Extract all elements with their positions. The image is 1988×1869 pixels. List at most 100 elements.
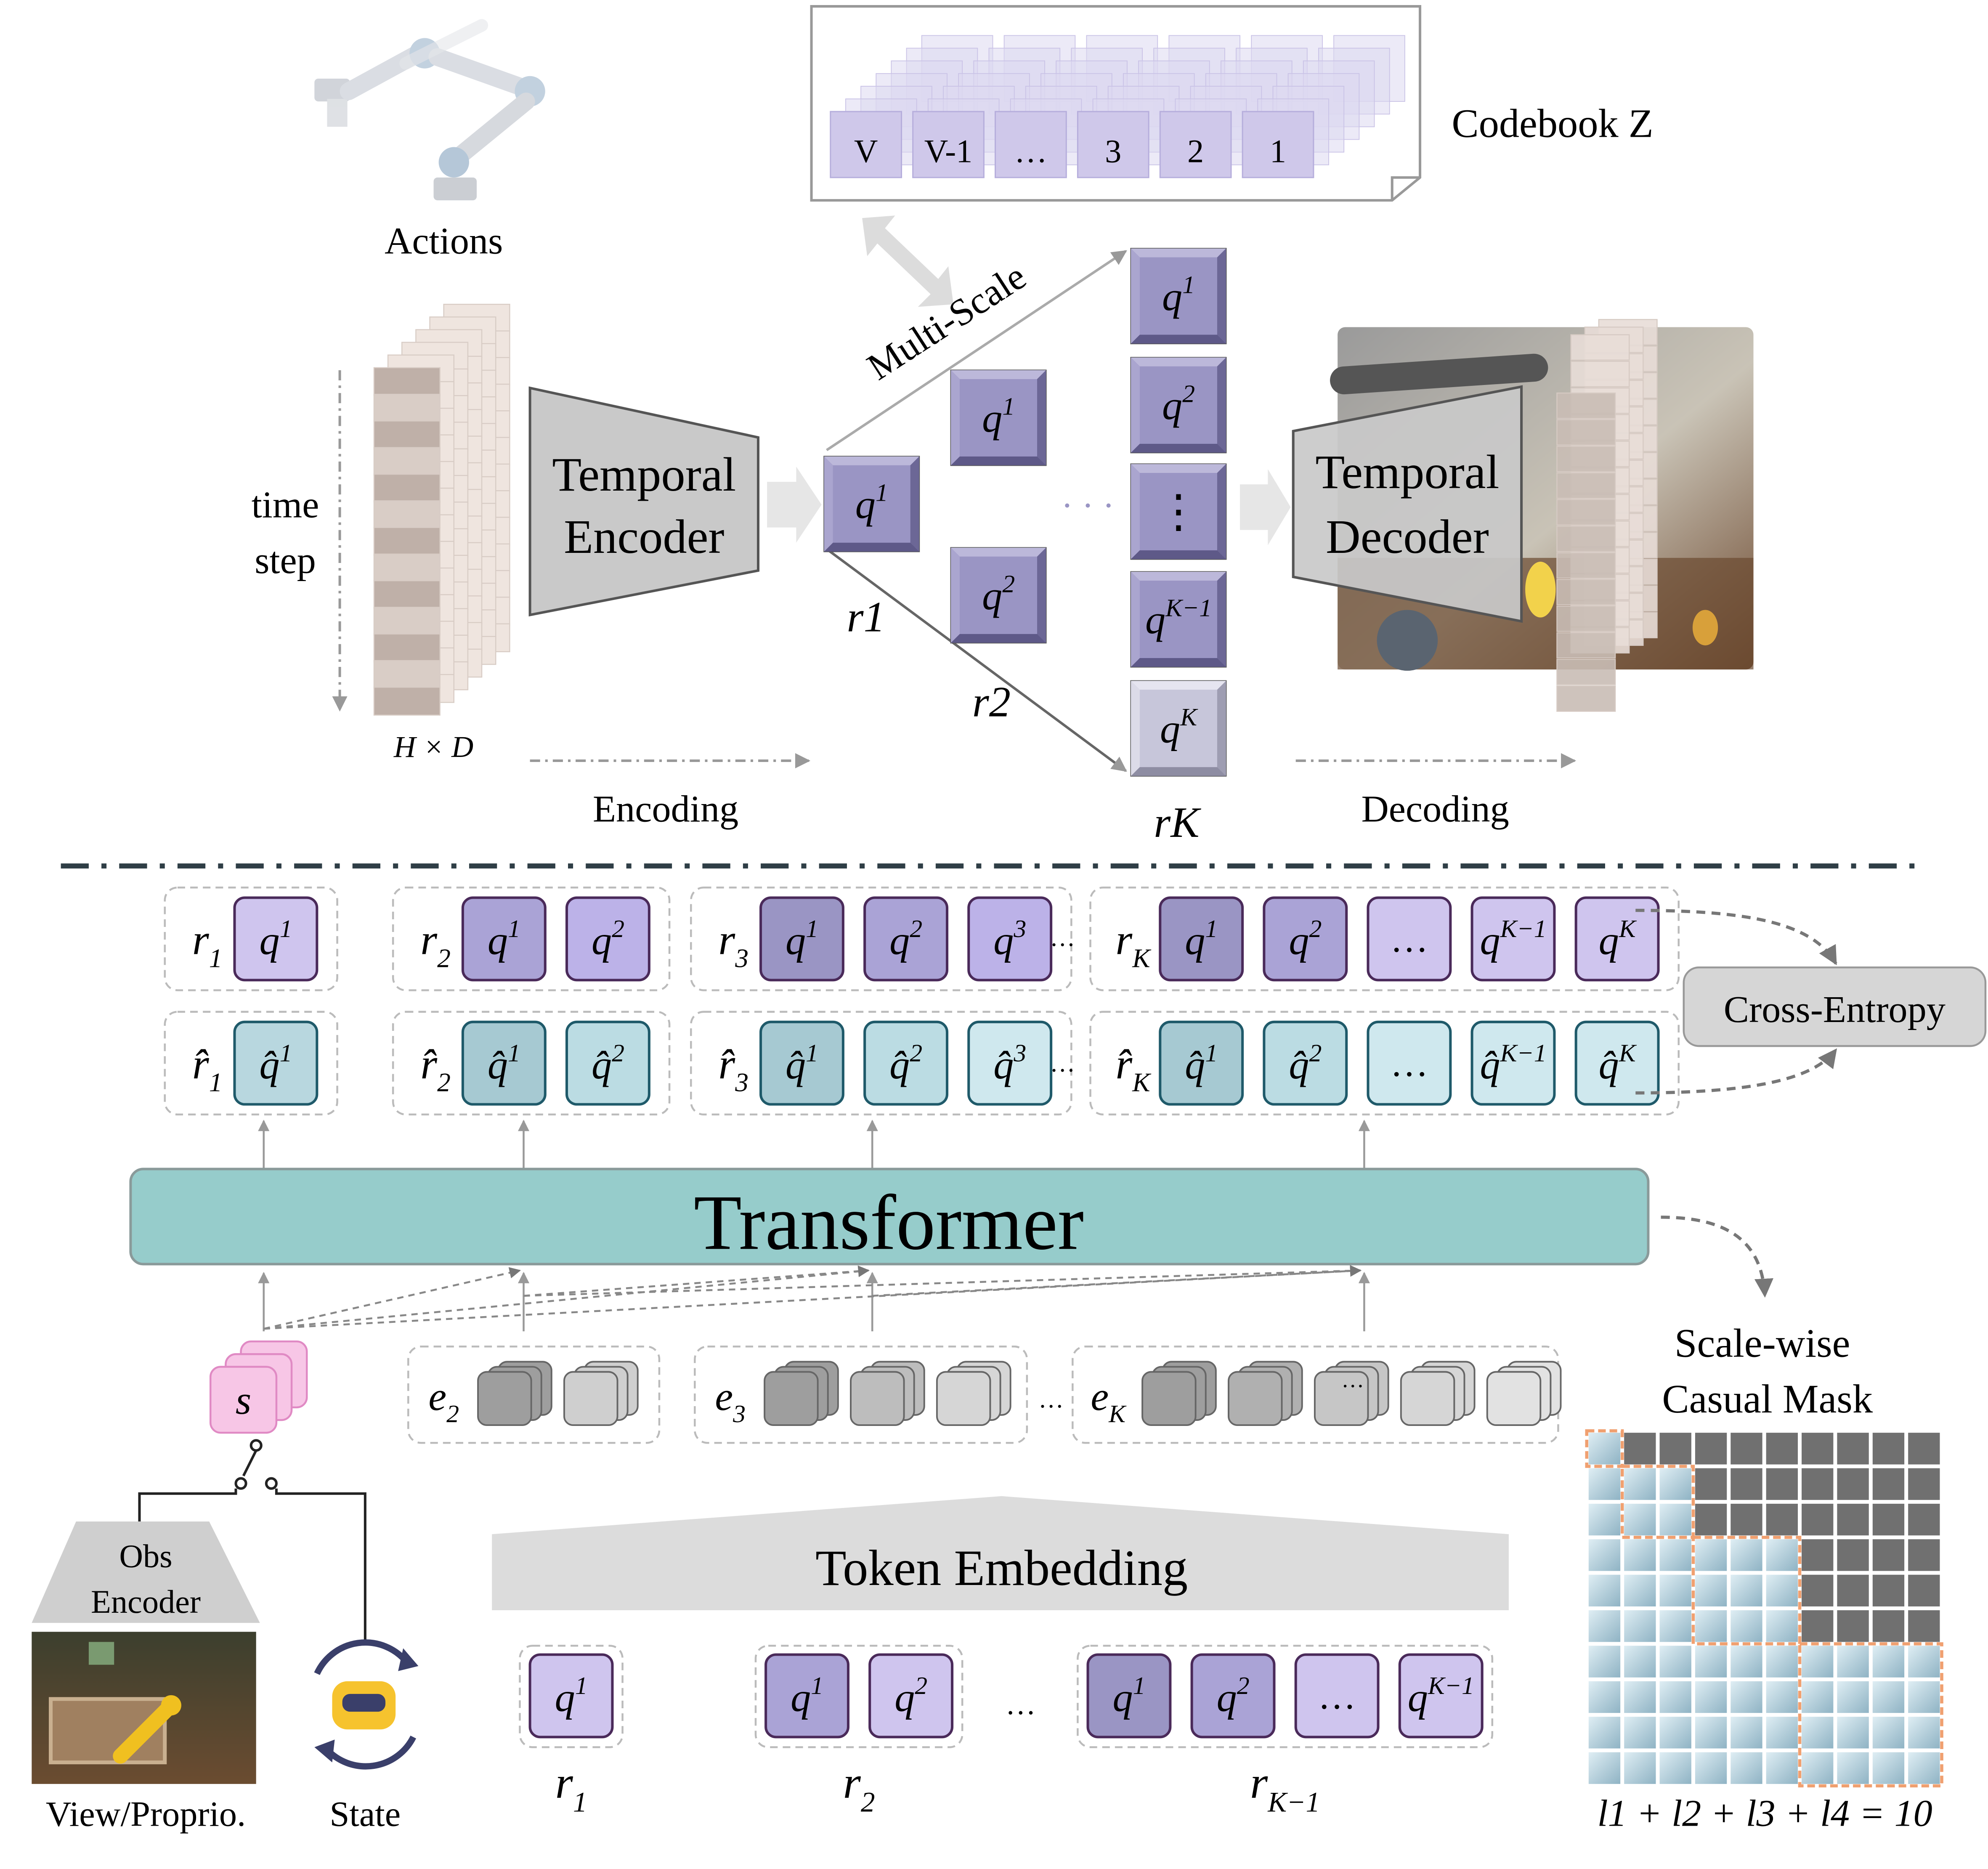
mask-cell xyxy=(1872,1574,1905,1606)
svg-text:…: … xyxy=(1006,1687,1036,1721)
mask-cell xyxy=(1588,1610,1621,1642)
scale-rK-label: rK xyxy=(1154,799,1201,847)
token xyxy=(1398,1653,1484,1739)
q-token-label: q2 xyxy=(982,570,1015,618)
mask-cell xyxy=(1624,1468,1656,1500)
mask-cell xyxy=(1731,1610,1762,1642)
mask-cell xyxy=(1588,1752,1621,1784)
codebook-card-label: 1 xyxy=(1270,133,1286,170)
codebook-card xyxy=(912,111,985,178)
mask-cell xyxy=(1588,1717,1621,1749)
group-label: r̂3 xyxy=(718,1041,748,1097)
token xyxy=(565,896,650,982)
mask-cell xyxy=(1659,1468,1691,1500)
codebook-card xyxy=(995,111,1067,178)
state-label: State xyxy=(330,1795,401,1834)
decoded-action-chunk xyxy=(1556,605,1616,632)
mask-cell xyxy=(1837,1539,1869,1571)
step-label: step xyxy=(255,539,316,581)
token xyxy=(863,896,949,982)
mask-cell xyxy=(1837,1503,1869,1536)
mask-cell xyxy=(1766,1574,1798,1606)
token-label: q̂1 xyxy=(259,1039,292,1087)
mask-cell xyxy=(1802,1646,1834,1678)
token-label: qK xyxy=(1599,915,1637,963)
q-token-label: q1 xyxy=(982,393,1015,441)
mask-title-line1: Scale-wise xyxy=(1675,1320,1850,1365)
token-label: q̂2 xyxy=(592,1039,624,1087)
mask-equation: l1 + l2 + l3 + l4 = 10 xyxy=(1597,1792,1932,1834)
embedding-group-label: e2 xyxy=(428,1374,459,1428)
mask-cell xyxy=(1659,1681,1691,1713)
token xyxy=(1086,1653,1172,1739)
mask-cell xyxy=(1837,1717,1869,1749)
token xyxy=(1470,1020,1556,1106)
mask-cell xyxy=(1872,1681,1905,1713)
mask-cell xyxy=(1872,1433,1905,1465)
embedding-card xyxy=(1314,1371,1369,1426)
group-label: r̂1 xyxy=(192,1041,223,1097)
decoded-action-chunk xyxy=(1556,446,1616,473)
mask-cell xyxy=(1695,1752,1727,1784)
embedding-card xyxy=(477,1371,532,1426)
codebook-card xyxy=(830,111,902,178)
decoded-action-chunk xyxy=(1556,579,1616,605)
mask-cell xyxy=(1731,1646,1762,1678)
token-label: q2 xyxy=(894,1672,927,1720)
robot-arm-icon xyxy=(314,19,545,201)
mask-cell xyxy=(1731,1539,1762,1571)
token xyxy=(1263,1020,1348,1106)
codebook-label: Codebook Z xyxy=(1452,101,1653,146)
encoding-label: Encoding xyxy=(593,788,738,830)
mask-cell xyxy=(1802,1610,1834,1642)
mask-cell xyxy=(1766,1468,1798,1500)
action-chunk xyxy=(373,527,441,556)
cross-entropy-box xyxy=(1683,966,1987,1047)
obs-encoder-label-line2: Encoder xyxy=(91,1583,201,1620)
mask-cell xyxy=(1872,1610,1905,1642)
action-chunk xyxy=(373,473,441,503)
token-label: qK−1 xyxy=(1408,1672,1474,1720)
mask-cell xyxy=(1624,1503,1656,1536)
encoder-output-arrow xyxy=(767,466,822,543)
decoder-label-line2: Decoder xyxy=(1326,510,1489,563)
token-label: q̂K xyxy=(1599,1039,1637,1087)
mask-cell xyxy=(1766,1646,1798,1678)
mask-cell xyxy=(1695,1574,1727,1606)
mask-cell xyxy=(1695,1468,1727,1500)
decoding-label: Decoding xyxy=(1361,788,1509,830)
q-token-label: qK xyxy=(1160,703,1198,751)
mask-cell xyxy=(1766,1752,1798,1784)
token xyxy=(759,896,844,982)
token-label: q̂1 xyxy=(786,1039,818,1087)
decoded-action-chunk xyxy=(1556,526,1616,552)
embedding-group xyxy=(1072,1345,1559,1444)
q-token: q2 xyxy=(950,547,1047,644)
mask-cell xyxy=(1659,1752,1691,1784)
token-label: q2 xyxy=(1216,1672,1249,1720)
mask-cell xyxy=(1908,1610,1940,1642)
mask-cell xyxy=(1872,1539,1905,1571)
decoder-input-arrow xyxy=(1240,469,1291,545)
token-label: q̂K−1 xyxy=(1480,1039,1546,1087)
codebook-card xyxy=(1077,111,1149,178)
token-label: … xyxy=(1318,1675,1356,1717)
mask-cell xyxy=(1802,1468,1834,1500)
input-group-label: r1 xyxy=(555,1757,587,1818)
token-label: q̂1 xyxy=(488,1039,520,1087)
mask-cell xyxy=(1695,1503,1727,1536)
mask-cell xyxy=(1766,1539,1798,1571)
input-switch xyxy=(138,1439,366,1642)
mask-cell xyxy=(1624,1681,1656,1713)
mask-cell xyxy=(1731,1681,1762,1713)
q-token-label: q1 xyxy=(1162,271,1195,319)
